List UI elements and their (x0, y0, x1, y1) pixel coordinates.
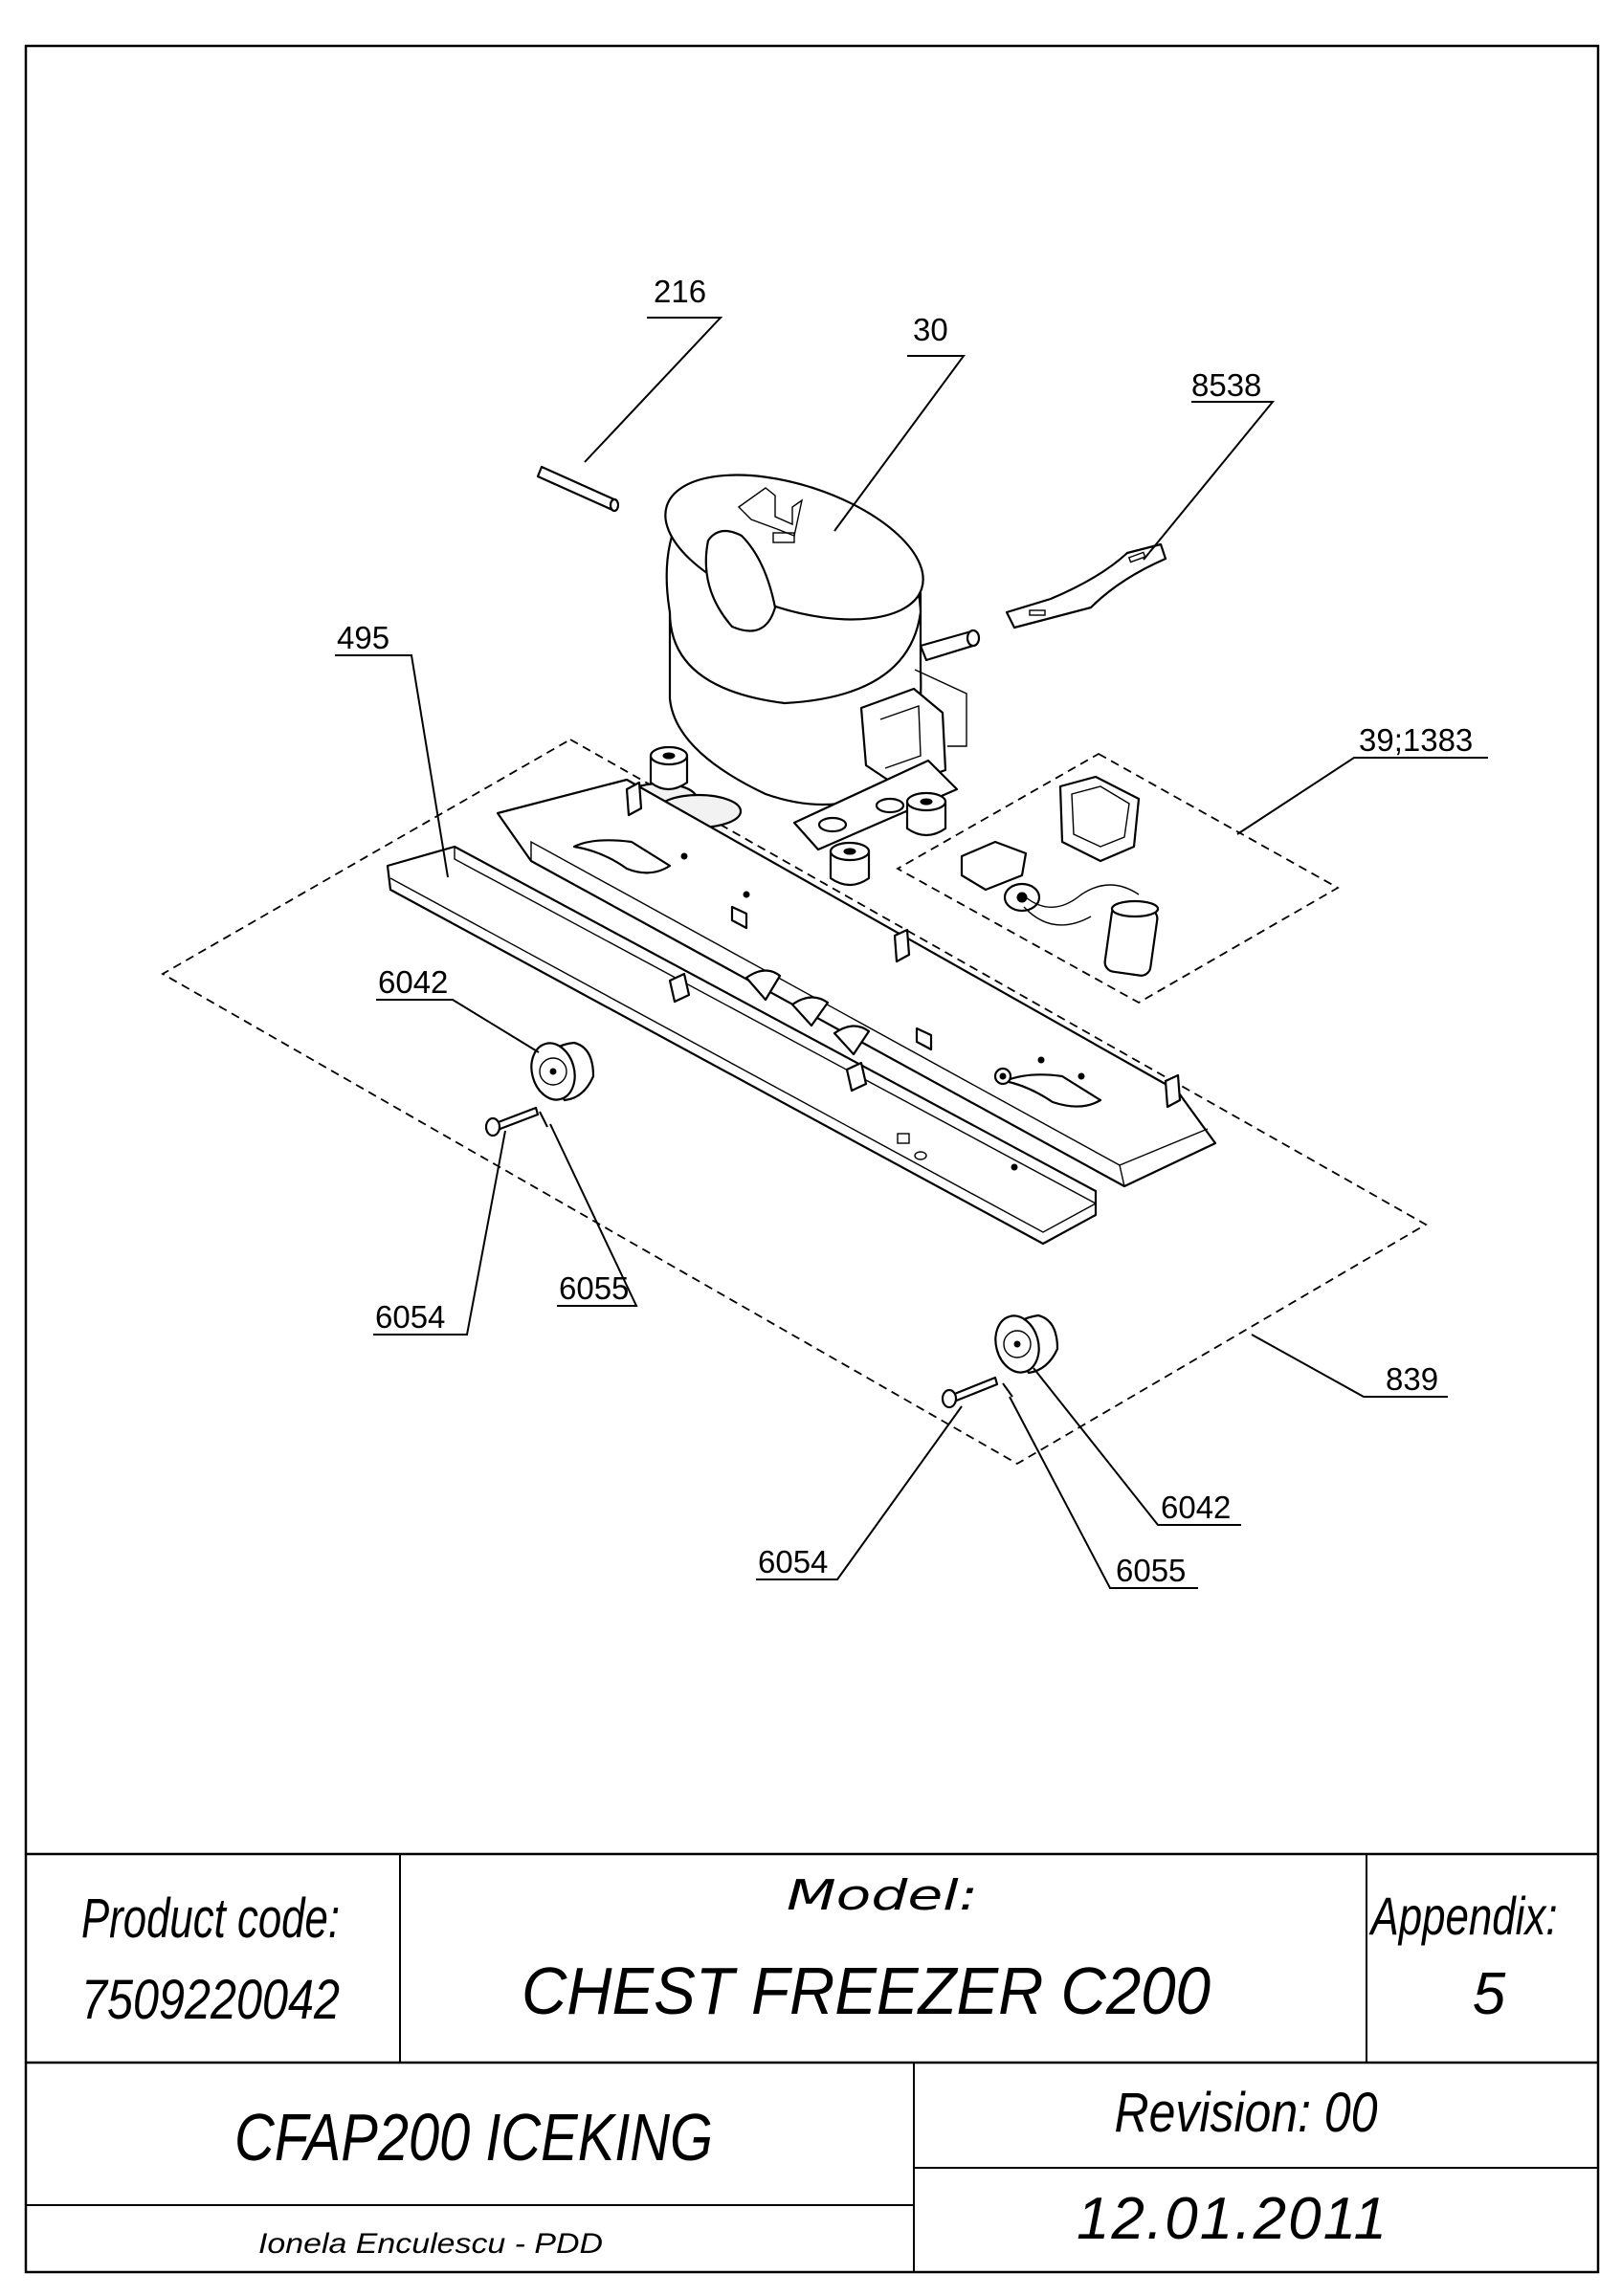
electrical-kit-part (960, 775, 1160, 977)
exploded-view: 216 30 8538 495 39;1383 6042 6055 6054 8… (161, 274, 1488, 1589)
foot-6042-left-part (530, 1041, 595, 1102)
appendix-value: 5 (1473, 1961, 1506, 2027)
washer-6055-left-part (539, 1111, 548, 1128)
callout-6042-left: 6042 (378, 964, 448, 1000)
rail-495-part (386, 845, 1098, 1246)
callout-6054-right: 6054 (758, 1544, 828, 1579)
screw-6054-left-part (484, 1106, 540, 1137)
callout-495: 495 (337, 620, 389, 655)
date-label: 12.01.2011 (1077, 2186, 1392, 2252)
author-label: Ionela Enculescu - PDD (258, 2228, 603, 2260)
washer-6055-right-part (1002, 1382, 1013, 1398)
pin-216-part (536, 465, 620, 513)
bracket-8538-part (1005, 542, 1167, 629)
callout-6042-right: 6042 (1161, 1490, 1231, 1525)
appendix-label: Appendix: (1368, 1886, 1557, 1946)
callout-39-1383: 39;1383 (1359, 722, 1473, 758)
screw-6054-right-part (941, 1376, 999, 1409)
assembly-boundary-839 (161, 738, 1428, 1466)
model-value: CHEST FREEZER C200 (522, 1954, 1211, 2028)
callout-8538: 8538 (1191, 367, 1261, 403)
revision-label: Revision: 00 (1115, 2082, 1378, 2144)
drawing-name: CFAP200 ICEKING (234, 2100, 713, 2175)
sheet-border (24, 44, 1600, 2274)
callout-216: 216 (654, 274, 706, 309)
leader-lines (335, 317, 1488, 1589)
product-code-value: 7509220042 (81, 1969, 340, 2031)
callout-6055-left: 6055 (559, 1270, 629, 1306)
callout-6054-left: 6054 (375, 1299, 445, 1335)
callout-839: 839 (1386, 1361, 1438, 1397)
base-plate-part (496, 778, 1217, 1188)
title-block: Product code: 7509220042 Model: CHEST FR… (26, 1852, 1598, 2272)
product-code-label: Product code: (81, 1888, 340, 1950)
foot-6042-right-part (994, 1314, 1059, 1375)
electrical-group-boundary (896, 752, 1340, 1004)
model-label: Model: (787, 1871, 978, 1920)
callout-30: 30 (913, 312, 948, 347)
callout-6055-right: 6055 (1116, 1553, 1186, 1588)
